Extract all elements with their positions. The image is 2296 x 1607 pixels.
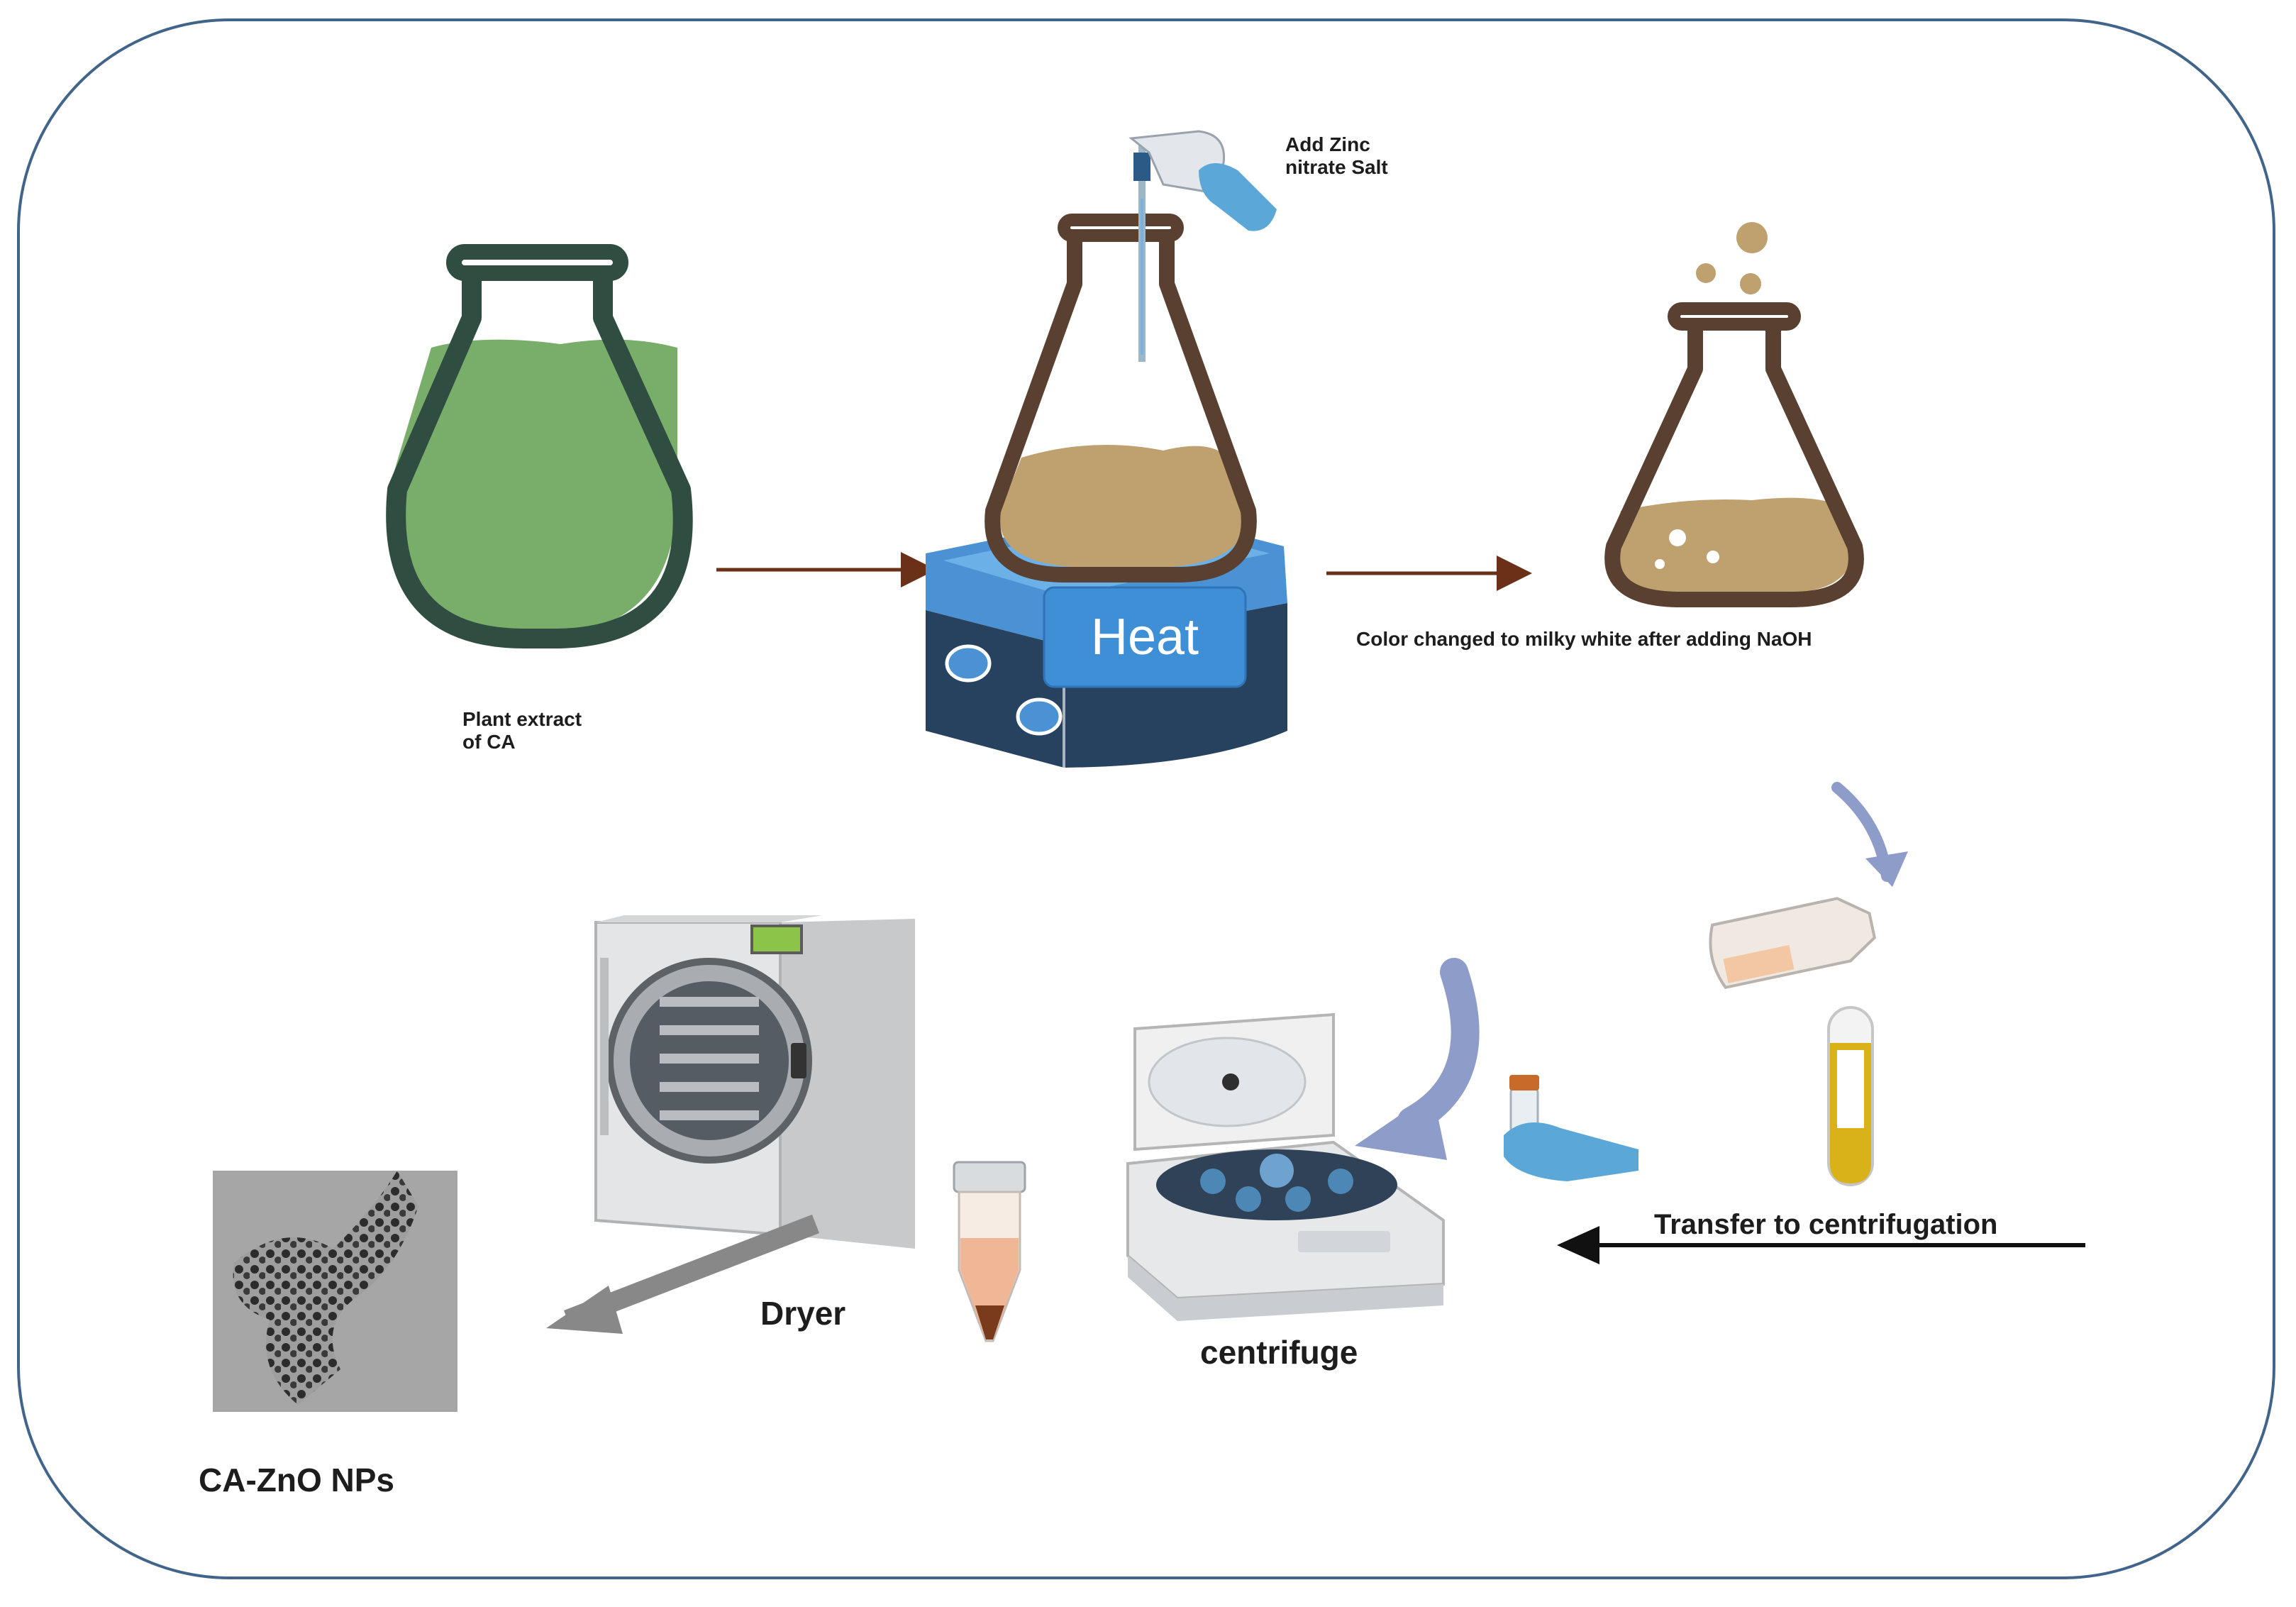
color-change-label: Color changed to milky white after addin… <box>1356 628 1812 650</box>
rounded-frame <box>17 18 2275 1579</box>
gloved-hand-tube-icon <box>1504 1075 1638 1181</box>
add-zinc-label: Add Zinc nitrate Salt <box>1285 133 1388 179</box>
transfer-label: Transfer to centrifugation <box>1654 1209 1998 1240</box>
test-tube-icon <box>1827 1006 1874 1186</box>
freeze-dryer-icon <box>594 915 915 1249</box>
plant-extract-label: Plant extract of CA <box>462 708 582 753</box>
tem-image-icon <box>213 1171 457 1412</box>
pouring-flask-icon <box>1709 897 1876 990</box>
gloved-hand-icon <box>1199 163 1277 231</box>
bubbles-icon <box>1696 222 1768 294</box>
centrifuge-icon <box>1126 1012 1445 1321</box>
centrifuge-tube-icon <box>953 1161 1026 1342</box>
product-label: CA-ZnO NPs <box>199 1462 394 1498</box>
dryer-label: Dryer <box>760 1295 846 1332</box>
reaction-flask-icon <box>985 214 1257 582</box>
centrifuge-label: centrifuge <box>1200 1334 1358 1371</box>
plant-extract-flask-icon <box>386 244 693 648</box>
curved-arrow-into-centrifuge <box>1397 958 1480 1135</box>
heat-label: Heat <box>1090 609 1199 666</box>
naoh-flask-icon <box>1604 302 1864 607</box>
